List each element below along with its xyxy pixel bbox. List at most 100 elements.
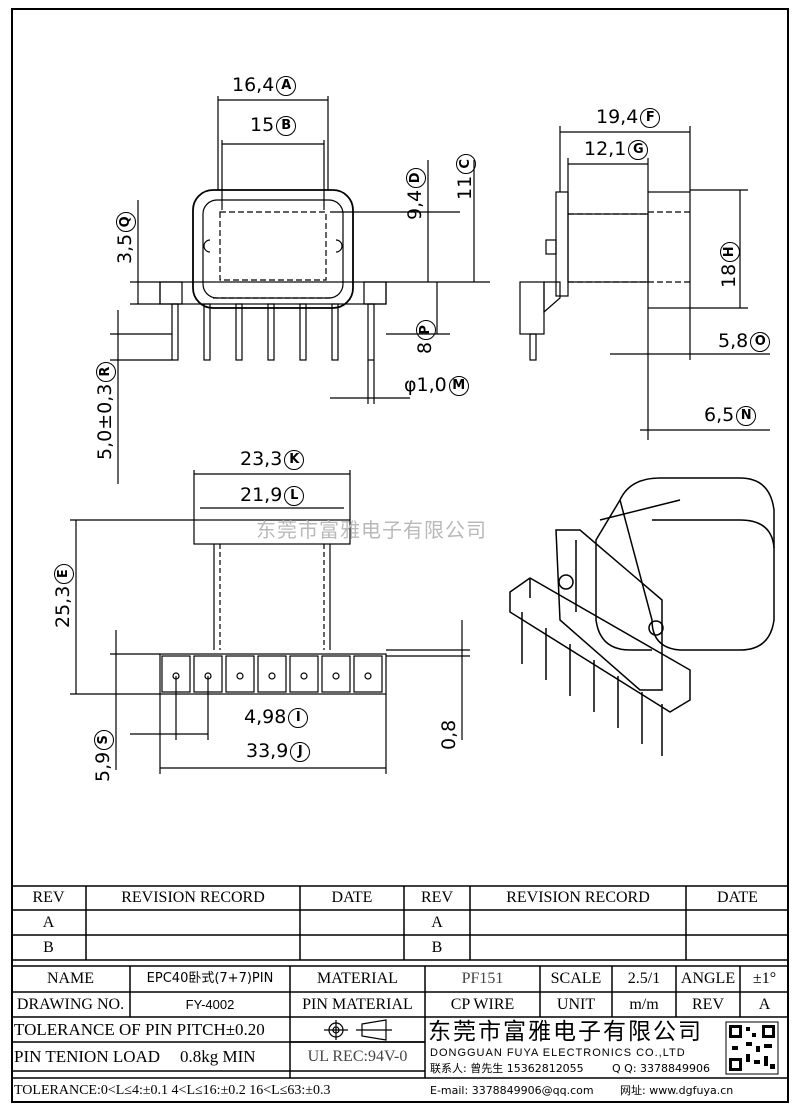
dimension-value: 3,5 <box>114 233 136 264</box>
projection-symbol <box>324 1019 392 1041</box>
dimension-top-view-R: 5,0±0,3R <box>94 361 116 460</box>
drawing-no-value: FY-4002 <box>185 997 235 1012</box>
pin-material-value: CP WIRE <box>450 996 515 1013</box>
dimension-top-view-Q: 3,5Q <box>114 211 136 264</box>
dimension-callout-j: J <box>290 741 311 762</box>
angle-label: ANGLE <box>680 970 736 987</box>
dimension-value: 19,4 <box>596 106 639 128</box>
dimension-value: 23,3 <box>240 448 283 470</box>
dimension-bottom-view-E: 25,3E <box>52 563 74 628</box>
company-name-en: DONGGUAN FUYA ELECTRONICS CO.,LTD <box>430 1047 686 1059</box>
title-block-grid <box>11 885 789 1079</box>
rev-row-a-2: A <box>431 914 443 931</box>
dimension-callout-k: K <box>284 449 305 470</box>
dimension-callout-r: R <box>95 361 116 382</box>
dimension-value: 9,4 <box>404 189 426 220</box>
dimension-value: 21,9 <box>240 484 283 506</box>
pin-tension-label: PIN TENION LOAD <box>14 1047 161 1066</box>
dimension-value: 8 <box>414 341 436 354</box>
bottom-view <box>70 470 470 774</box>
rev-value: A <box>758 996 771 1013</box>
dimension-value: 33,9 <box>246 740 289 762</box>
dimension-callout-p: P <box>415 319 436 340</box>
qq: Q Q: 3378849906 <box>612 1062 711 1075</box>
dimension-callout-h: H <box>719 241 740 262</box>
ul-rec: UL REC:94V-0 <box>307 1048 408 1065</box>
dimension-value: 11 <box>454 175 476 200</box>
scale-label: SCALE <box>550 970 602 987</box>
dimension-callout-n: N <box>736 405 757 426</box>
revision-record-header-2: REVISION RECORD <box>506 889 650 906</box>
sheet-border <box>11 8 789 1103</box>
isometric-view <box>509 477 775 756</box>
dimension-callout-g: G <box>628 139 649 160</box>
dimension-callout-f: F <box>640 107 661 128</box>
dimension-callout-m: M <box>448 375 469 396</box>
email: E-mail: 3378849906@qq.com <box>430 1084 594 1097</box>
contact: 联系人: 曾先生 15362812055 <box>430 1062 584 1075</box>
dimension-top-view-P: 8P <box>414 319 436 354</box>
dimension-value: 15 <box>250 114 275 136</box>
rev-row-b-2: B <box>431 939 443 956</box>
qr-code <box>725 1021 779 1075</box>
date-header: DATE <box>331 889 373 906</box>
rev-row-a: A <box>42 914 55 931</box>
pin-tension-value: 0.8kg MIN <box>180 1047 256 1066</box>
scale-value: 2.5/1 <box>627 970 661 987</box>
side-view <box>519 126 770 440</box>
unit-label: UNIT <box>556 996 596 1013</box>
dimension-bottom-view-S: 5,9S <box>92 729 114 782</box>
dimension-side-view-H: 18H <box>718 241 740 288</box>
dimension-value: 18 <box>718 263 740 288</box>
dimension-callout-b: B <box>276 115 297 136</box>
angle-value: ±1° <box>752 970 777 987</box>
dimension-bottom-view-T: 0,8 <box>438 720 460 750</box>
dimension-value: φ1,0 <box>404 374 447 396</box>
dimension-value: 12,1 <box>584 138 627 160</box>
dimension-value: 25,3 <box>52 585 74 628</box>
name-value: EPC40卧式(7+7)PIN <box>146 971 274 986</box>
date-header-2: DATE <box>717 889 758 906</box>
dimension-callout-a: A <box>276 75 297 96</box>
rev-row-b: B <box>43 939 54 956</box>
dimension-value: 5,9 <box>92 751 114 782</box>
rev-header: REV <box>32 889 65 906</box>
name-label: NAME <box>46 970 95 987</box>
dimension-callout-c: C <box>455 153 476 174</box>
dimension-callout-e: E <box>53 563 74 584</box>
dimension-value: 6,5 <box>704 404 735 426</box>
rev-label: REV <box>692 996 724 1013</box>
watermark: 东莞市富雅电子有限公司 <box>256 518 487 542</box>
drawing-no-label: DRAWING NO. <box>16 996 125 1013</box>
dimension-top-view-C: 11C <box>454 153 476 200</box>
revision-record-header: REVISION RECORD <box>121 889 265 906</box>
pin-material-label: PIN MATERIAL <box>302 996 413 1013</box>
dimension-callout-q: Q <box>115 211 136 232</box>
dimension-top-view-D: 9,4D <box>404 167 426 220</box>
dimension-value: 5,8 <box>718 330 749 352</box>
dimension-value: 0,8 <box>438 719 460 750</box>
dimension-callout-d: D <box>405 167 426 188</box>
rev-header-2: REV <box>421 889 453 906</box>
dimension-callout-o: O <box>750 331 771 352</box>
dimension-value: 16,4 <box>232 74 275 96</box>
website: 网址: www.dgfuya.cn <box>620 1084 734 1097</box>
dimension-value: 4,98 <box>244 706 287 728</box>
material-label: MATERIAL <box>317 970 398 987</box>
dimension-value: 5,0±0,3 <box>94 383 116 460</box>
unit-value: m/m <box>629 996 659 1013</box>
pin-pitch-tolerance: TOLERANCE OF PIN PITCH±0.20 <box>14 1020 265 1039</box>
